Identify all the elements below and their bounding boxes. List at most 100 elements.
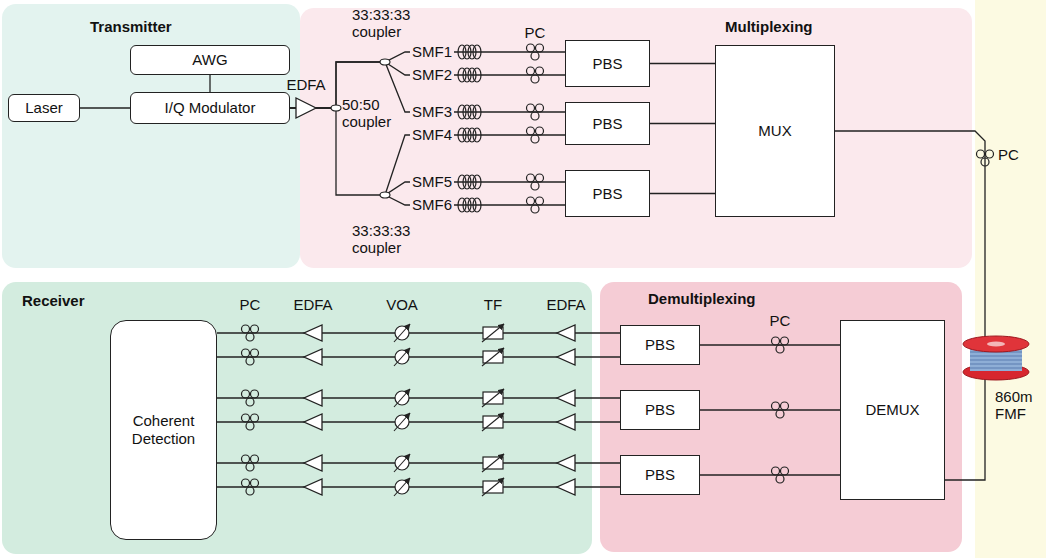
fiber-connector xyxy=(80,107,130,108)
fiber-label: SMF6 xyxy=(410,196,454,213)
section-ground xyxy=(2,4,300,268)
attenuator-symbol xyxy=(394,454,410,472)
polarization-controller xyxy=(772,337,789,353)
fiber-label: SMF4 xyxy=(410,126,454,143)
device-label: PBS xyxy=(645,336,675,354)
polarization-controller xyxy=(242,414,259,430)
device-box: PBS xyxy=(565,170,650,217)
label-holder: TF xyxy=(478,296,508,314)
device-label: Coherent Detection xyxy=(117,412,210,448)
attenuator-symbol xyxy=(394,413,410,431)
device-label: PBS xyxy=(645,401,675,419)
fiber-spool-symbol xyxy=(458,128,481,142)
amplifier-symbol xyxy=(557,349,575,365)
polarization-controller xyxy=(527,44,544,60)
fiber-label: SMF5 xyxy=(410,173,454,190)
polarization-controller xyxy=(772,402,789,418)
device-box: DEMUX xyxy=(840,320,945,500)
label-holder: EDFA xyxy=(546,296,586,314)
device-label: PBS xyxy=(592,185,622,203)
fiber-connector xyxy=(650,123,715,124)
tunable-filter-symbol xyxy=(482,454,504,472)
amplifier-symbol xyxy=(304,414,322,430)
section-ground xyxy=(600,282,962,552)
component-label: 33:33:33 coupler xyxy=(352,6,424,41)
amplifier-symbol xyxy=(557,455,575,471)
label-holder: SMF5 xyxy=(410,173,454,191)
label-holder: SMF3 xyxy=(410,103,454,121)
fiber-spool-symbol xyxy=(458,198,481,212)
polarization-controller xyxy=(977,150,994,166)
device-box: AWG xyxy=(130,45,290,75)
fiber-label: SMF2 xyxy=(410,66,454,83)
fiber-spool-symbol xyxy=(458,105,481,119)
device-box: PBS xyxy=(620,390,700,430)
section-title: Multiplexing xyxy=(725,18,1046,35)
label-holder: PC xyxy=(520,24,550,42)
label-holder: SMF6 xyxy=(410,196,454,214)
fiber-connector xyxy=(209,75,210,92)
device-label: PBS xyxy=(592,55,622,73)
section-ground xyxy=(300,8,972,268)
component-label: VOA xyxy=(386,296,418,313)
tunable-filter-symbol xyxy=(482,413,504,431)
fiber-label: SMF1 xyxy=(410,43,454,60)
polarization-controller xyxy=(242,325,259,341)
coupler-symbol xyxy=(380,192,390,198)
fiber-connector xyxy=(650,193,715,194)
coupler-symbol xyxy=(331,105,341,111)
polarization-controller xyxy=(242,390,259,406)
component-label: PC xyxy=(770,312,791,329)
label-holder: 860m FMF xyxy=(995,388,1041,423)
label-holder: SMF4 xyxy=(410,126,454,144)
attenuator-symbol xyxy=(394,478,410,496)
amplifier-symbol xyxy=(304,349,322,365)
device-box: I/Q Modulator xyxy=(130,92,290,124)
amplifier-symbol xyxy=(304,325,322,341)
fiber-reel xyxy=(963,336,1029,380)
device-box: PBS xyxy=(620,325,700,365)
component-label: PC xyxy=(240,296,261,313)
device-box: PBS xyxy=(565,102,650,145)
tunable-filter-symbol xyxy=(482,389,504,407)
component-label: EDFA xyxy=(286,76,325,93)
section-band: Coherent DetectionReceiver xyxy=(2,282,592,554)
label-holder: PC xyxy=(235,296,265,314)
label-holder: PC xyxy=(765,312,795,330)
amplifier-symbol xyxy=(557,479,575,495)
fiber-spool-symbol xyxy=(458,68,481,82)
fiber-wire xyxy=(385,135,565,195)
attenuator-symbol xyxy=(394,389,410,407)
label-holder: SMF1 xyxy=(410,43,454,61)
polarization-controller xyxy=(527,197,544,213)
fiber-length-label: 860m FMF xyxy=(995,388,1041,423)
component-label: TF xyxy=(484,296,502,313)
amplifier-symbol xyxy=(304,390,322,406)
label-holder: PC xyxy=(998,146,1028,164)
amplifier-symbol xyxy=(557,325,575,341)
polarization-controller xyxy=(527,127,544,143)
device-box: Coherent Detection xyxy=(110,320,217,540)
amplifier-symbol xyxy=(296,98,316,118)
fiber-connector xyxy=(700,474,840,475)
polarization-controller xyxy=(242,479,259,495)
polarization-controller xyxy=(527,104,544,120)
tunable-filter-symbol xyxy=(482,478,504,496)
fiber-connector xyxy=(650,63,715,64)
section-title: Transmitter xyxy=(90,18,388,35)
tunable-filter-symbol xyxy=(482,348,504,366)
amplifier-symbol xyxy=(557,414,575,430)
polarization-controller xyxy=(242,349,259,365)
section-band: AWGLaserI/Q ModulatorTransmitter xyxy=(2,4,300,268)
device-box: PBS xyxy=(565,40,650,87)
label-holder: 50:50 coupler xyxy=(342,96,398,131)
fiber-label: SMF3 xyxy=(410,103,454,120)
device-label: I/Q Modulator xyxy=(165,99,256,117)
label-holder: 33:33:33 coupler xyxy=(352,6,424,41)
polarization-controller xyxy=(772,467,789,483)
amplifier-symbol xyxy=(304,479,322,495)
fiber-spool-symbol xyxy=(458,45,481,59)
fiber-connector xyxy=(290,52,565,108)
component-label: EDFA xyxy=(546,296,585,313)
component-label: EDFA xyxy=(293,296,332,313)
